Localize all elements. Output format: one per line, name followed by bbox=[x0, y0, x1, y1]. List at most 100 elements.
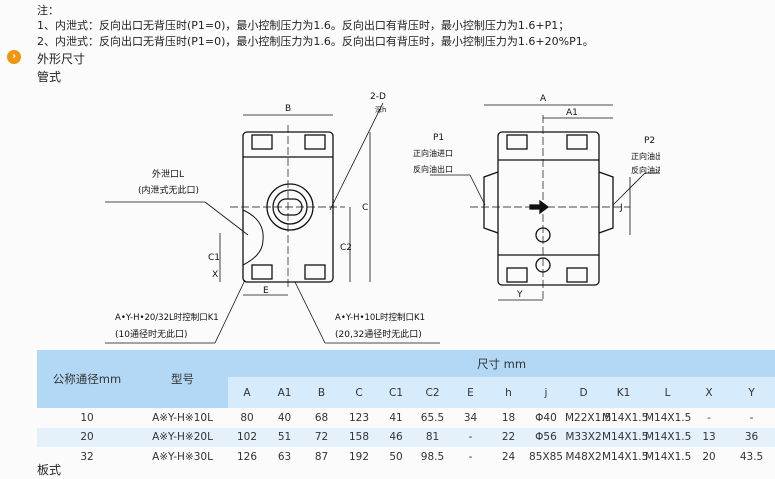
table-cell: M14X1.5 bbox=[645, 411, 692, 424]
table-cell: Φ40 bbox=[535, 411, 557, 424]
table-cell: 22 bbox=[490, 427, 527, 447]
table-cell: M33X2 bbox=[565, 427, 602, 447]
dim-e-label: E bbox=[263, 286, 269, 296]
arrow-circle-icon: › bbox=[7, 50, 21, 64]
table-cell: 10 bbox=[80, 411, 94, 424]
note-line-1: 1、内泄式：反向出口无背压时(P1=0)，最小控制压力为1.6。反向出口有背压时… bbox=[37, 19, 570, 32]
header-dim: A bbox=[228, 377, 266, 408]
section-title: 外形尺寸 bbox=[37, 52, 86, 66]
dim-b-label: B bbox=[285, 104, 291, 114]
table-cell: 80 bbox=[240, 411, 254, 424]
table-cell: 65.5 bbox=[420, 411, 445, 424]
table-cell: 63 bbox=[277, 450, 292, 463]
table-cell: 13 bbox=[690, 427, 728, 447]
table-cell: 32 bbox=[80, 450, 94, 463]
header-dim: L bbox=[645, 377, 690, 408]
section-subtitle: 管式 bbox=[37, 70, 62, 84]
table-cell: 85X85 bbox=[529, 450, 563, 463]
next-section-subtitle: 板式 bbox=[37, 463, 62, 477]
table-cell: M48X2 bbox=[565, 450, 602, 463]
table-cell: 192 bbox=[348, 450, 370, 463]
table-cell: 34 bbox=[463, 411, 478, 424]
table-cell: 20 bbox=[702, 450, 716, 463]
header-dim: A1 bbox=[266, 377, 303, 408]
table-cell: A※Y-H※30L bbox=[152, 450, 213, 463]
dim-c-label: C bbox=[362, 203, 368, 213]
header-dim: Y bbox=[728, 377, 775, 408]
header-dim: D bbox=[565, 377, 602, 408]
table-cell: - bbox=[707, 411, 711, 424]
drain-port-note: (内泄式无此口) bbox=[138, 184, 199, 196]
header-dims: 尺寸 mm bbox=[477, 356, 527, 371]
header-dim: C2 bbox=[414, 377, 451, 408]
header-dim: h bbox=[490, 377, 527, 408]
p2-line1: 正向油出口 bbox=[631, 151, 660, 161]
table-cell: 20 bbox=[37, 427, 137, 447]
table-cell: 36 bbox=[728, 427, 775, 447]
dim-a-label: A bbox=[540, 94, 547, 104]
dim-y-label: Y bbox=[516, 290, 523, 300]
p1-line1: 正向油进口 bbox=[413, 148, 453, 158]
table-cell: 87 bbox=[314, 450, 329, 463]
table-cell: M14X1.5 bbox=[602, 411, 649, 424]
table-cell: M14X1.5 bbox=[645, 427, 691, 447]
table-cell: A※Y-H※10L bbox=[152, 411, 213, 424]
table-cell: 126 bbox=[236, 450, 258, 463]
header-dim: C1 bbox=[378, 377, 414, 408]
p1-label: P1 bbox=[433, 133, 444, 143]
table-cell: 24 bbox=[501, 450, 516, 463]
dim-x-label: X bbox=[212, 270, 218, 280]
front-view bbox=[430, 104, 660, 301]
k1-right-label: A•Y-H•10L时控制口K1 bbox=[335, 312, 425, 323]
dim-2d-label: 2-D bbox=[370, 92, 386, 102]
table-cell: 81 bbox=[414, 427, 451, 447]
table-cell: 46 bbox=[378, 427, 414, 447]
table-cell: 102 bbox=[228, 427, 266, 447]
table-cell: 43.5 bbox=[739, 450, 764, 463]
header-nominal: 公称通径mm bbox=[37, 350, 137, 408]
table-cell: - bbox=[468, 450, 473, 463]
p1-line2: 反向油出口 bbox=[413, 164, 453, 174]
table-cell: A※Y-H※20L bbox=[137, 427, 228, 447]
k1-left-label: A•Y-H•20/32L时控制口K1 bbox=[115, 312, 219, 323]
table-cell: 51 bbox=[266, 427, 303, 447]
table-cell: 18 bbox=[501, 411, 516, 424]
table-cell: M14X1.5 bbox=[602, 450, 649, 463]
table-cell: M14X1.5 bbox=[602, 427, 648, 447]
header-dim: K1 bbox=[602, 377, 645, 408]
table-cell: - bbox=[749, 411, 754, 424]
dim-c2-label: C2 bbox=[340, 243, 352, 253]
header-dim: B bbox=[303, 377, 340, 408]
table-cell: M14X1.5 bbox=[645, 450, 692, 463]
dim-j-label: J bbox=[619, 203, 623, 213]
k1-left-note: (10通径时无此口) bbox=[115, 328, 187, 340]
header-dim: E bbox=[451, 377, 490, 408]
p2-label: P2 bbox=[644, 136, 655, 146]
table-cell: 123 bbox=[348, 411, 370, 424]
table-cell: 72 bbox=[303, 427, 340, 447]
table-cell: Φ56 bbox=[527, 427, 565, 447]
table-cell: 41 bbox=[389, 411, 403, 424]
table-cell: - bbox=[451, 427, 490, 447]
note-line-2: 2、内泄式：反向出口无背压时(P1=0)，最小控制压力为1.6。反向出口有背压时… bbox=[37, 35, 594, 48]
header-dim: C bbox=[340, 377, 378, 408]
notes-title: 注： bbox=[37, 4, 59, 17]
drain-port-label: 外泄口L bbox=[152, 168, 184, 180]
table-cell: 68 bbox=[314, 411, 329, 424]
side-view bbox=[105, 102, 440, 344]
table-cell: 50 bbox=[389, 450, 403, 463]
header-dim: j bbox=[527, 377, 565, 408]
dimension-drawing: B 2-D 深h C C2 C1 X E 外泄口L (内泄式无此口) A•Y-H… bbox=[105, 92, 660, 344]
dim-a1-label: A1 bbox=[566, 108, 578, 118]
p2-line2: 反向油进口 bbox=[631, 165, 660, 175]
depth-h-label: 深h bbox=[375, 105, 386, 114]
table-cell: 98.5 bbox=[420, 450, 445, 463]
k1-right-note: (20,32通径时无此口) bbox=[335, 328, 422, 340]
dim-c1-label: C1 bbox=[208, 253, 220, 263]
header-dim: X bbox=[690, 377, 728, 408]
table-cell: 158 bbox=[340, 427, 378, 447]
table-cell: 40 bbox=[277, 411, 292, 424]
